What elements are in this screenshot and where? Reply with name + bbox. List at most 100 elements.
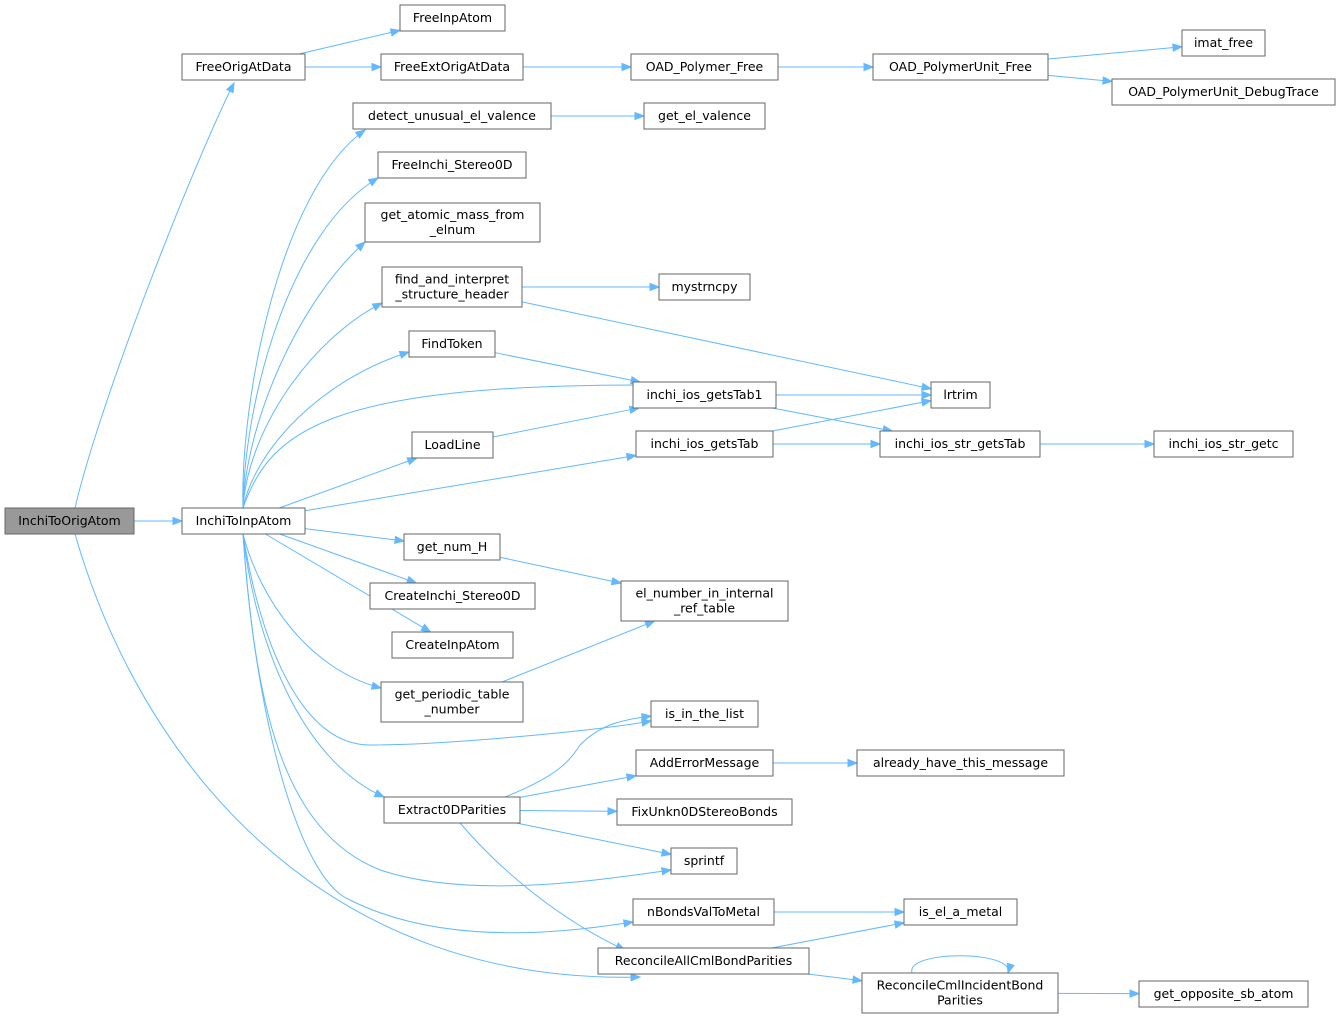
edge-InchiToOrigAtom-to-ReconcileAllCmlBondParities bbox=[74, 533, 642, 982]
edge-line bbox=[242, 533, 634, 934]
node-CreateInchi_Stereo0D[interactable]: CreateInchi_Stereo0D bbox=[369, 582, 536, 610]
node-LoadLine[interactable]: LoadLine bbox=[411, 431, 494, 459]
node-box bbox=[670, 847, 738, 875]
edge-line bbox=[492, 409, 632, 438]
node-label: nBondsValToMetal bbox=[647, 904, 760, 919]
node-box bbox=[635, 749, 774, 777]
node-box bbox=[369, 582, 536, 610]
node-label: AddErrorMessage bbox=[650, 755, 760, 770]
edge-LoadLine-to-inchi_ios_getsTab1 bbox=[492, 405, 641, 438]
node-OAD_PolymerUnit_DebugTrace[interactable]: OAD_PolymerUnit_DebugTrace bbox=[1111, 78, 1336, 106]
node-label: FreeOrigAtData bbox=[196, 59, 292, 74]
node-box bbox=[380, 681, 524, 723]
nodes-layer: InchiToOrigAtom FreeOrigAtDataInchiToInpA… bbox=[4, 4, 1336, 1014]
node-FreeInchi_Stereo0D[interactable]: FreeInchi_Stereo0D bbox=[377, 151, 527, 179]
node-inchi_ios_getsTab1[interactable]: inchi_ios_getsTab1 bbox=[632, 381, 777, 409]
node-get_num_H[interactable]: get_num_H bbox=[403, 533, 501, 561]
node-label: sprintf bbox=[684, 853, 725, 868]
node-inchi_ios_str_getsTab[interactable]: inchi_ios_str_getsTab bbox=[879, 430, 1041, 458]
node-detect_unusual_el_valence[interactable]: detect_unusual_el_valence bbox=[352, 102, 552, 130]
node-lrtrim[interactable]: lrtrim bbox=[930, 381, 991, 409]
edge-line bbox=[304, 528, 397, 541]
node-FreeInpAtom[interactable]: FreeInpAtom bbox=[399, 4, 506, 32]
edge-arrowhead bbox=[863, 62, 875, 72]
edge-line bbox=[279, 533, 409, 581]
node-OAD_PolymerUnit_Free[interactable]: OAD_PolymerUnit_Free bbox=[872, 53, 1049, 81]
edge-arrowhead bbox=[355, 241, 367, 252]
node-box bbox=[630, 53, 779, 81]
node-AddErrorMessage[interactable]: AddErrorMessage bbox=[635, 749, 774, 777]
edge-line bbox=[519, 810, 610, 812]
edge-line bbox=[504, 715, 652, 798]
node-FindToken[interactable]: FindToken bbox=[408, 330, 496, 358]
node-Extract0DParities[interactable]: Extract0DParities bbox=[383, 796, 521, 824]
node-box bbox=[380, 53, 524, 81]
edge-arrowhead bbox=[893, 920, 906, 929]
edges-layer bbox=[74, 28, 1184, 998]
edge-ReconcileAllCmlBondParities-to-ReconcileCmlIncidentBondParities bbox=[807, 973, 864, 984]
node-sprintf[interactable]: sprintf bbox=[670, 847, 738, 875]
node-box bbox=[930, 381, 991, 409]
node-box bbox=[181, 507, 306, 535]
edge-line bbox=[772, 401, 924, 432]
node-imat_free[interactable]: imat_free bbox=[1181, 29, 1266, 57]
node-get_periodic_table_number[interactable]: get_periodic_table_number bbox=[380, 681, 524, 723]
edge-arrowhead bbox=[621, 62, 633, 72]
node-box bbox=[1153, 430, 1294, 458]
edge-arrowhead bbox=[641, 713, 653, 722]
node-label: inchi_ios_str_getsTab bbox=[895, 436, 1026, 451]
node-box bbox=[1111, 78, 1336, 106]
node-box bbox=[4, 507, 135, 535]
node-FixUnkn0DStereoBonds[interactable]: FixUnkn0DStereoBonds bbox=[616, 798, 793, 826]
node-ReconcileAllCmlBondParities[interactable]: ReconcileAllCmlBondParities bbox=[597, 947, 810, 975]
edge-OAD_Polymer_Free-to-OAD_PolymerUnit_Free bbox=[778, 62, 875, 72]
node-InchiToInpAtom[interactable]: InchiToInpAtom bbox=[181, 507, 306, 535]
edge-arrowhead bbox=[894, 907, 906, 917]
node-is_in_the_list[interactable]: is_in_the_list bbox=[650, 700, 759, 728]
edge-InchiToInpAtom-to-nBondsValToMetal bbox=[242, 533, 635, 934]
edge-line bbox=[772, 407, 885, 430]
edge-arrowhead bbox=[373, 789, 386, 798]
node-CreateInpAtom[interactable]: CreateInpAtom bbox=[391, 631, 514, 659]
edge-InchiToInpAtom-to-get_atomic_mass_from_elnum bbox=[242, 241, 367, 509]
edge-ReconcileAllCmlBondParities-to-is_el_a_metal bbox=[771, 920, 906, 949]
node-box bbox=[364, 202, 541, 243]
edge-arrowhead bbox=[644, 620, 656, 629]
node-get_el_valence[interactable]: get_el_valence bbox=[643, 102, 766, 130]
edge-FreeExtOrigAtData-to-OAD_Polymer_Free bbox=[523, 62, 633, 72]
node-already_have_this_message[interactable]: already_have_this_message bbox=[856, 749, 1065, 777]
edge-InchiToInpAtom-to-get_num_H bbox=[304, 528, 406, 545]
node-box bbox=[620, 580, 789, 622]
edge-InchiToInpAtom-to-inchi_ios_getsTab bbox=[304, 452, 638, 512]
edge-line bbox=[242, 302, 383, 509]
node-label: FreeInchi_Stereo0D bbox=[392, 157, 513, 172]
edge-InchiToInpAtom-to-find_and_interpret_structure_header bbox=[242, 302, 384, 509]
node-mystrncpy[interactable]: mystrncpy bbox=[658, 273, 751, 301]
edge-line bbox=[1047, 74, 1105, 82]
edge-OAD_PolymerUnit_Free-to-imat_free bbox=[1047, 43, 1184, 60]
node-FreeExtOrigAtData[interactable]: FreeExtOrigAtData bbox=[380, 53, 524, 81]
node-FreeOrigAtData[interactable]: FreeOrigAtData bbox=[181, 53, 306, 81]
node-get_atomic_mass_from_elnum[interactable]: get_atomic_mass_from_elnum bbox=[364, 202, 541, 243]
node-OAD_Polymer_Free[interactable]: OAD_Polymer_Free bbox=[630, 53, 779, 81]
node-InchiToOrigAtom[interactable]: InchiToOrigAtom bbox=[4, 507, 135, 535]
node-is_el_a_metal[interactable]: is_el_a_metal bbox=[903, 898, 1018, 926]
edge-nBondsValToMetal-to-is_el_a_metal bbox=[774, 907, 906, 917]
node-label: detect_unusual_el_valence bbox=[368, 108, 536, 123]
node-label: get_num_H bbox=[417, 539, 487, 554]
edge-Extract0DParities-to-ReconcileAllCmlBondParities bbox=[459, 822, 627, 951]
node-label: _structure_header bbox=[394, 287, 509, 302]
node-nBondsValToMetal[interactable]: nBondsValToMetal bbox=[632, 898, 775, 926]
edge-InchiToOrigAtom-to-InchiToInpAtom bbox=[134, 516, 184, 526]
node-find_and_interpret_structure_header[interactable]: find_and_interpret_structure_header bbox=[381, 266, 523, 308]
node-box bbox=[352, 102, 552, 130]
node-inchi_ios_getsTab[interactable]: inchi_ios_getsTab bbox=[635, 430, 774, 458]
node-box bbox=[643, 102, 766, 130]
node-inchi_ios_str_getc[interactable]: inchi_ios_str_getc bbox=[1153, 430, 1294, 458]
node-get_opposite_sb_atom[interactable]: get_opposite_sb_atom bbox=[1138, 980, 1309, 1008]
edge-arrowhead bbox=[406, 457, 419, 466]
node-el_number_in_internal_ref_table[interactable]: el_number_in_internal_ref_table bbox=[620, 580, 789, 622]
edge-line bbox=[74, 533, 641, 978]
edge-arrowhead bbox=[920, 398, 933, 407]
